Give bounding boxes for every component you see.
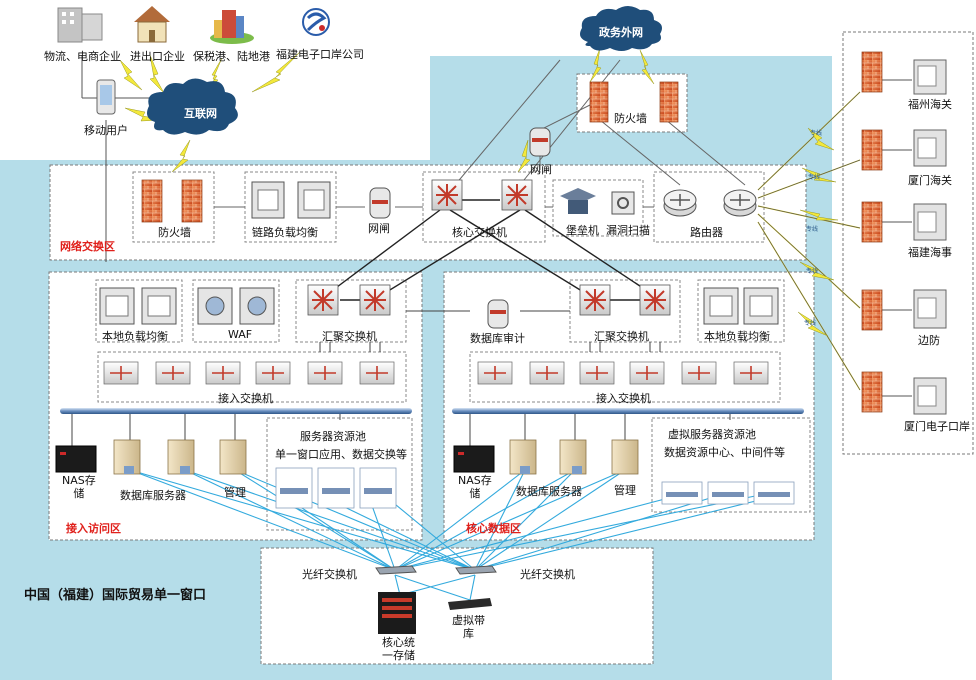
company-logo-icon xyxy=(302,8,330,36)
core-pool-sub: 数据资源中心、中间件等 xyxy=(664,446,785,459)
remote-xiamen-port-label: 厦门电子口岸 xyxy=(904,420,970,433)
exchange-bastion-label: 堡垒机 xyxy=(566,224,599,237)
access-access-sw-label: 接入交换机 xyxy=(218,392,273,405)
mobile-phone-icon xyxy=(96,79,116,115)
client-fujian-port-label: 福建电子口岸公司 xyxy=(276,48,364,61)
access-zone-label: 接入访问区 xyxy=(66,522,121,535)
exchange-firewall-2 xyxy=(181,179,203,223)
switch-glyphs xyxy=(307,179,671,316)
access-waf-label: WAF xyxy=(228,328,253,341)
core-storage-icon xyxy=(378,592,416,634)
client-bonded-label: 保税港、陆地港 xyxy=(193,50,270,63)
core-storage-label: 核心统 一存储 xyxy=(382,636,415,662)
bastion-host-icon xyxy=(560,188,596,214)
fiber-switch-2 xyxy=(455,565,497,575)
exchange-core-label: 核心交换机 xyxy=(452,226,507,239)
remote-border-label: 边防 xyxy=(918,334,940,347)
access-agg-label: 汇聚交换机 xyxy=(322,330,377,343)
core-pool-title: 虚拟服务器资源池 xyxy=(668,428,756,441)
gov-cloud xyxy=(580,6,662,51)
nas-core xyxy=(453,445,495,473)
access-nas-label: NAS存 储 xyxy=(62,474,96,500)
exchange-zone-label: 网络交换区 xyxy=(60,240,115,253)
core-mgmt-label: 管理 xyxy=(614,484,636,497)
fiber-switch-1-label: 光纤交换机 xyxy=(302,568,357,581)
core-lb-label: 本地负载均衡 xyxy=(704,330,770,343)
core-db-label: 数据库服务器 xyxy=(516,485,582,498)
remote-fuzhou-label: 福州海关 xyxy=(908,98,952,111)
link-label-3: 专线 xyxy=(806,226,819,233)
internet-cloud xyxy=(147,78,238,135)
exchange-firewall-1 xyxy=(141,179,163,223)
warehouse-icon xyxy=(210,10,254,44)
client-import-export-label: 进出口企业 xyxy=(130,50,185,63)
exchange-firewall-label: 防火墙 xyxy=(158,226,191,239)
core-access-sw-label: 接入交换机 xyxy=(596,392,651,405)
nas-access xyxy=(55,445,97,473)
house-icon xyxy=(134,6,170,43)
core-db-audit-label: 数据库审计 xyxy=(470,332,525,345)
gov-firewall-label: 防火墙 xyxy=(614,112,647,125)
link-label-4: 专线 xyxy=(806,268,819,275)
remote-fujian-msa-label: 福建海事 xyxy=(908,246,952,259)
exchange-scan-label: 漏洞扫描 xyxy=(606,224,650,237)
access-mgmt-label: 管理 xyxy=(224,486,246,499)
client-logistics-label: 物流、电商企业 xyxy=(44,50,121,63)
access-bus xyxy=(60,408,412,414)
vtl-label: 虚拟带 库 xyxy=(452,614,485,640)
remote-xiamen-label: 厦门海关 xyxy=(908,174,952,187)
access-lb-label: 本地负载均衡 xyxy=(102,330,168,343)
core-bus xyxy=(452,408,804,414)
access-pool-title: 服务器资源池 xyxy=(300,430,366,443)
core-zone-label: 核心数据区 xyxy=(466,522,521,535)
core-nas-label: NAS存 储 xyxy=(458,474,492,500)
link-label-1: 专线 xyxy=(810,130,823,137)
access-pool-sub: 单一窗口应用、数据交换等 xyxy=(275,448,407,461)
gov-firewall-2 xyxy=(659,81,679,123)
gov-firewall-1 xyxy=(589,81,609,123)
link-lb-2 xyxy=(297,181,331,219)
building-icon xyxy=(57,7,103,43)
vuln-scanner-icon xyxy=(611,191,635,215)
gov-cloud-label: 政务外网 xyxy=(599,26,643,39)
router-icons xyxy=(663,189,757,217)
fiber-switch-1 xyxy=(375,565,417,575)
fiber-switch-2-label: 光纤交换机 xyxy=(520,568,575,581)
client-mobile-label: 移动用户 xyxy=(84,124,128,137)
internet-cloud-label: 互联网 xyxy=(184,107,217,120)
link-label-2: 专线 xyxy=(808,174,821,181)
access-db-label: 数据库服务器 xyxy=(120,489,186,502)
gatekeeper-top-label: 网闸 xyxy=(530,163,552,176)
exchange-lb-label: 链路负载均衡 xyxy=(252,226,318,239)
vtl-icon xyxy=(448,598,492,610)
exchange-gatekeeper-label: 网闸 xyxy=(368,222,390,235)
page-title: 中国（福建）国际贸易单一窗口 xyxy=(24,588,207,603)
link-label-5: 专线 xyxy=(804,320,817,327)
core-agg-label: 汇聚交换机 xyxy=(594,330,649,343)
exchange-router-label: 路由器 xyxy=(690,226,723,239)
